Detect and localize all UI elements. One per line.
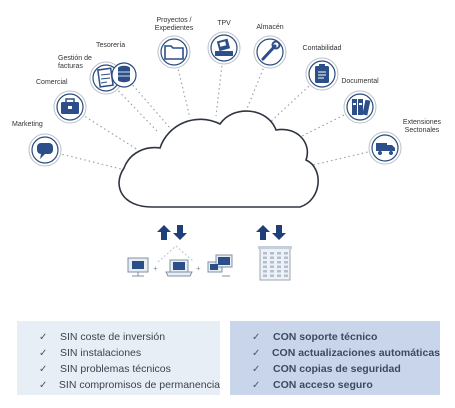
check-icon: ✓ <box>39 331 48 343</box>
building-window <box>284 274 288 277</box>
benefits-con-panel: ✓ CON soporte técnico ✓ CON actualizacione… <box>230 321 440 395</box>
benefit-row: ✓ SIN instalaciones <box>39 345 220 361</box>
building-window <box>284 265 288 268</box>
building-window <box>284 256 288 259</box>
benefit-text: CON acceso seguro <box>273 379 373 391</box>
benefit-text: SIN compromisos de permanencia <box>58 379 220 391</box>
building-window <box>263 261 267 264</box>
label-almacen: Almacén <box>256 24 283 31</box>
benefits-sin-panel: ✓ SIN coste de inversión ✓ SIN instalacion… <box>17 321 220 395</box>
node-marketing[interactable] <box>28 133 62 167</box>
wrench-icon <box>261 40 281 61</box>
check-icon: ✓ <box>39 379 48 391</box>
node-tpv[interactable] <box>207 31 241 65</box>
label-marketing: Marketing <box>12 121 43 128</box>
label-comercial: Comercial <box>36 79 68 86</box>
node-contabilidad[interactable] <box>305 57 339 91</box>
invoice-icon <box>96 67 114 88</box>
connector-contabilidad <box>267 73 323 125</box>
building-window <box>270 252 274 255</box>
binders-icon <box>352 99 371 116</box>
node-group <box>28 31 402 167</box>
benefit-row: ✓ CON acceso seguro <box>252 377 440 393</box>
benefit-text: CON copias de seguridad <box>273 363 401 375</box>
benefit-row: ✓ SIN compromisos de permanencia <box>39 377 220 393</box>
benefit-row: ✓ SIN coste de inversión <box>39 329 220 345</box>
node-documental[interactable] <box>343 90 377 124</box>
benefit-row: ✓ CON soporte técnico <box>252 329 440 345</box>
label-proyectos: Proyectos /Expedientes <box>155 17 194 32</box>
laptop-icon <box>165 259 193 277</box>
node-tesoreria[interactable] <box>111 62 137 88</box>
clipboard-icon <box>315 64 329 83</box>
building-window <box>277 265 281 268</box>
benefit-text: CON soporte técnico <box>273 331 378 343</box>
building-window <box>277 252 281 255</box>
coins-icon <box>118 65 130 83</box>
building-window <box>270 274 274 277</box>
pos-terminal-icon <box>215 38 233 56</box>
building-window <box>263 256 267 259</box>
device-group: + + <box>127 245 233 277</box>
label-documental: Documental <box>341 78 379 85</box>
label-tpv: TPV <box>217 20 231 27</box>
sync-arrows-left <box>157 225 187 240</box>
building-window <box>277 274 281 277</box>
connector-gestion <box>105 77 159 133</box>
building-window <box>263 270 267 273</box>
sync-arrows-right <box>256 225 286 240</box>
node-comercial[interactable] <box>53 90 87 124</box>
building-window <box>263 274 267 277</box>
check-icon: ✓ <box>252 379 261 391</box>
arrow-down-icon <box>272 225 286 240</box>
benefit-row: ✓ SIN problemas técnicos <box>39 361 220 377</box>
cloud-shape <box>118 110 319 208</box>
check-icon: ✓ <box>252 331 261 343</box>
label-tesoreria: Tesorería <box>96 42 125 49</box>
node-almacen[interactable] <box>253 35 287 69</box>
check-icon: ✓ <box>39 347 48 359</box>
truck-icon <box>376 143 395 155</box>
arrow-up-icon <box>157 225 171 240</box>
building-window <box>277 256 281 259</box>
multi-screen-icon <box>207 254 233 277</box>
svg-text:+: + <box>196 264 201 273</box>
desktop-icon <box>127 257 149 277</box>
building-window <box>270 270 274 273</box>
briefcase-icon <box>61 98 79 114</box>
benefit-text: SIN problemas técnicos <box>60 363 171 375</box>
building-window <box>284 270 288 273</box>
building-window <box>270 265 274 268</box>
node-extensiones[interactable] <box>368 131 402 165</box>
building-window <box>277 270 281 273</box>
check-icon: ✓ <box>39 363 48 375</box>
arrow-up-icon <box>256 225 270 240</box>
building-window <box>270 261 274 264</box>
building-window <box>284 261 288 264</box>
svg-text:+: + <box>153 264 158 273</box>
building-window <box>263 265 267 268</box>
check-icon: ✓ <box>252 363 261 375</box>
building-window <box>277 261 281 264</box>
benefit-text: SIN coste de inversión <box>60 331 166 343</box>
building-window <box>263 252 267 255</box>
chat-icon <box>37 143 53 159</box>
building-icon <box>258 246 292 281</box>
benefit-text: CON actualizaciones automáticas <box>271 347 440 359</box>
building-window <box>284 252 288 255</box>
folder-icon <box>164 45 184 60</box>
benefit-text: SIN instalaciones <box>60 347 142 359</box>
node-proyectos[interactable] <box>157 35 191 69</box>
label-contabilidad: Contabilidad <box>303 45 342 52</box>
check-icon: ✓ <box>252 347 261 359</box>
building-window <box>270 256 274 259</box>
benefit-row: ✓ CON copias de seguridad <box>252 361 440 377</box>
arrow-down-icon <box>173 225 187 240</box>
benefit-row: ✓ CON actualizaciones automáticas <box>252 345 440 361</box>
